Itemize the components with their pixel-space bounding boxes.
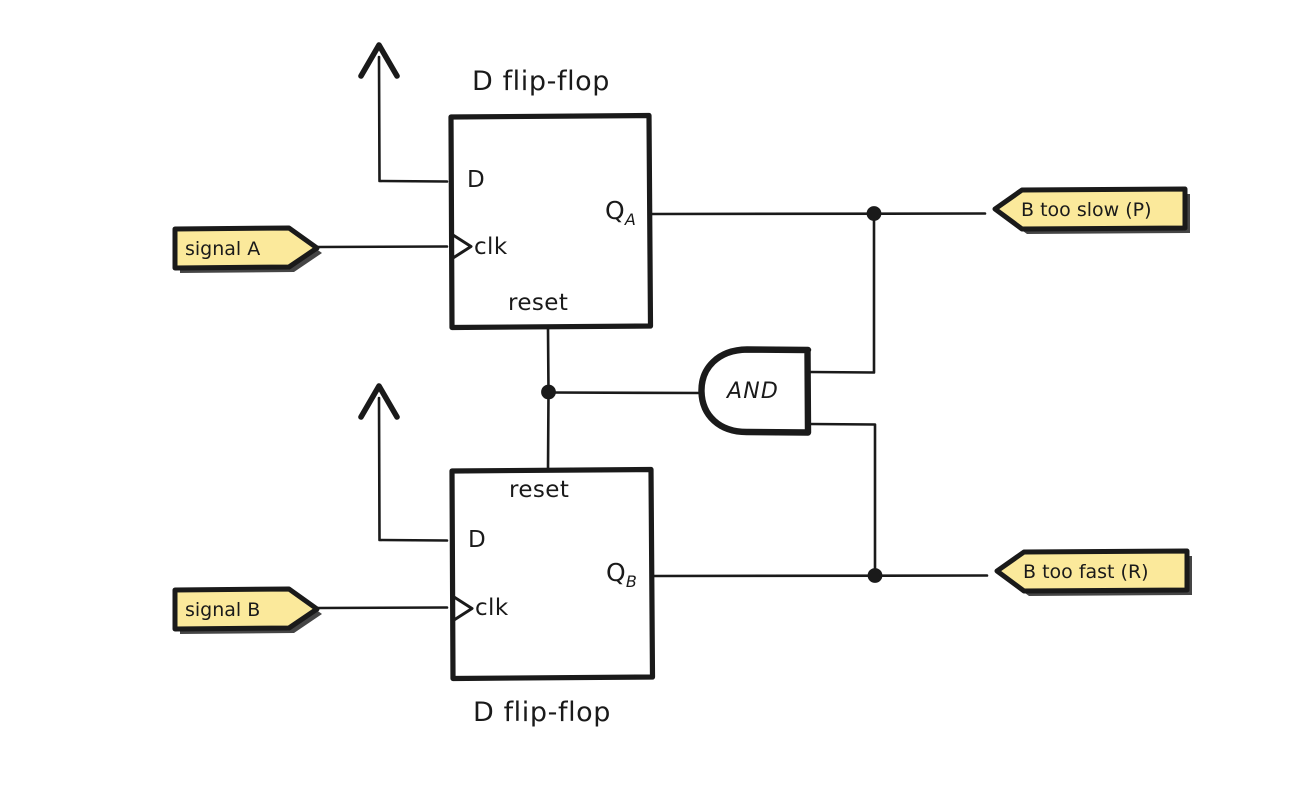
output-tag-b-too-fast[interactable]: [994, 548, 1192, 596]
flipflop-bottom-port-reset: reset: [509, 477, 570, 503]
qb-subscript: B: [625, 572, 638, 591]
qb-letter: Q: [606, 558, 626, 587]
bottom-d-input-arrow: [358, 383, 449, 542]
qb-output-wire: [652, 568, 989, 583]
signal-b-wire: [316, 606, 449, 610]
output-tag-b-too-slow-text: B too slow (P): [1021, 199, 1152, 221]
reset-bus-wire: [541, 327, 707, 472]
reset-junction-dot: [541, 384, 556, 400]
qa-output-wire: [650, 206, 987, 221]
output-tag-b-too-fast-text: B too fast (R): [1023, 561, 1149, 583]
flipflop-top-output-label: QA: [605, 198, 636, 228]
qa-subscript: A: [624, 210, 637, 229]
input-tag-signal-a-text: signal A: [185, 238, 261, 260]
flipflop-bottom-port-clk: clk: [475, 595, 509, 621]
flipflop-bottom-title: D flip-flop: [473, 697, 612, 728]
flipflop-bottom-output-label: QB: [606, 560, 637, 590]
flipflop-top-port-clk: clk: [474, 234, 508, 260]
flipflop-top-port-reset: reset: [508, 290, 569, 316]
top-clk-triangle-icon: [451, 233, 473, 260]
and-gate: [698, 346, 812, 436]
qa-junction-dot: [866, 206, 882, 221]
input-tag-signal-b-text: signal B: [185, 599, 261, 621]
and-lower-wire: [808, 422, 877, 577]
output-tag-b-too-slow[interactable]: [992, 186, 1190, 234]
bottom-clk-triangle-icon: [452, 595, 474, 622]
flipflop-bottom-box: [449, 466, 656, 682]
input-tag-signal-b[interactable]: [172, 586, 322, 634]
and-upper-wire: [808, 213, 876, 374]
top-d-input-arrow: [358, 42, 449, 183]
flipflop-top-port-d: D: [467, 167, 486, 193]
flipflop-top-title: D flip-flop: [472, 66, 611, 97]
and-gate-label: AND: [727, 379, 780, 404]
signal-a-wire: [316, 245, 449, 249]
flipflop-bottom-port-d: D: [468, 527, 487, 553]
input-tag-signal-a[interactable]: [172, 225, 322, 273]
qb-junction-dot: [867, 568, 883, 583]
qa-letter: Q: [605, 196, 625, 225]
